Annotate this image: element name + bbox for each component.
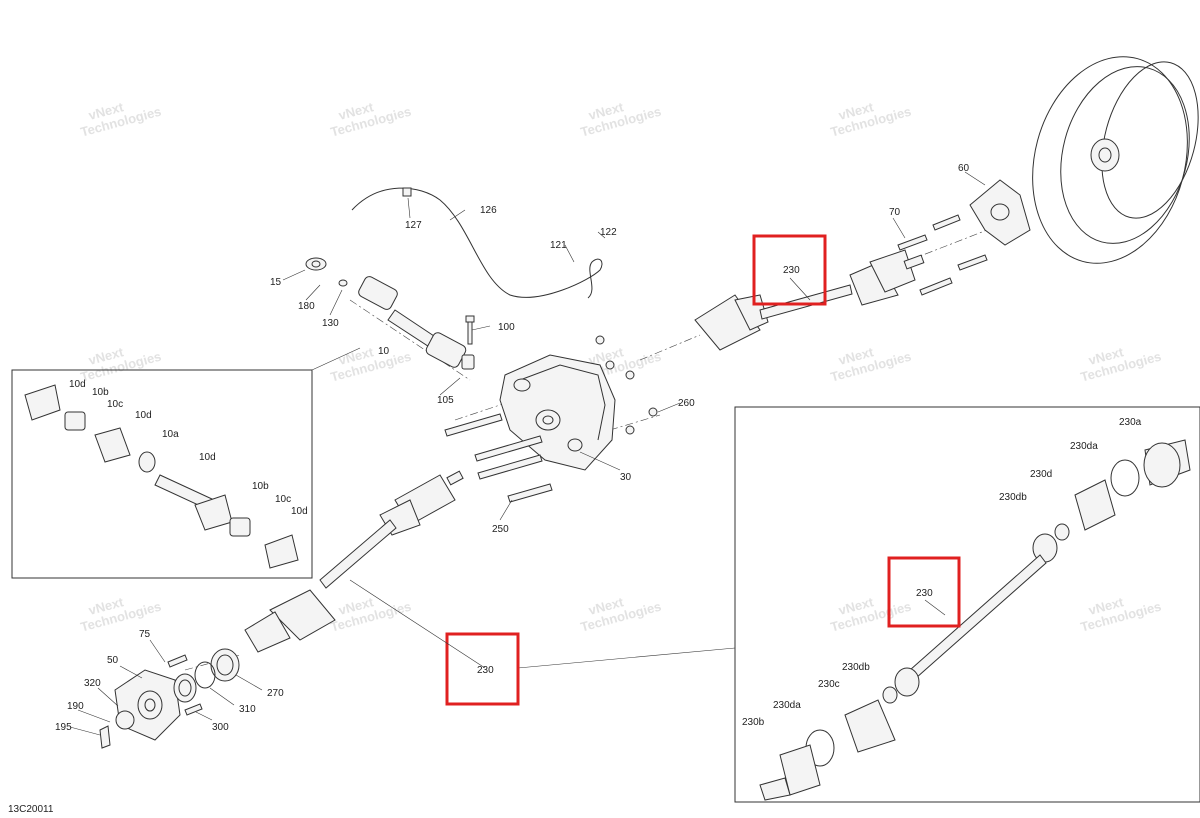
watermark: vNext Technologies (329, 344, 413, 384)
inset-driveshaft (11, 347, 361, 579)
label-130[interactable]: 130 (322, 318, 339, 329)
label-230c[interactable]: 230c (818, 679, 840, 690)
harness-126[interactable] (351, 187, 603, 299)
label-300[interactable]: 300 (212, 722, 229, 733)
label-60[interactable]: 60 (958, 163, 970, 174)
front-hub-50[interactable] (99, 669, 181, 749)
label-250[interactable]: 250 (492, 524, 509, 535)
bolts-250[interactable] (444, 413, 553, 503)
label-230db[interactable]: 230db (999, 492, 1027, 503)
highlight-boxes (445, 234, 961, 706)
label-10b[interactable]: 10b (92, 387, 109, 398)
bolt-100[interactable] (465, 315, 475, 345)
label-260[interactable]: 260 (678, 398, 695, 409)
half-shaft-230-rear[interactable] (694, 249, 925, 351)
label-10b[interactable]: 10b (252, 481, 269, 492)
drive-shaft-10[interactable] (305, 257, 475, 370)
label-10d[interactable]: 10d (69, 379, 86, 390)
label-10a[interactable]: 10a (162, 429, 179, 440)
label-70[interactable]: 70 (889, 207, 901, 218)
half-shaft-230-front[interactable] (244, 470, 464, 653)
watermark: vNext Technologies (579, 99, 663, 139)
label-230a[interactable]: 230a (1119, 417, 1142, 428)
label-190[interactable]: 190 (67, 701, 84, 712)
label-105[interactable]: 105 (437, 395, 454, 406)
highlight-230-bottom (445, 632, 520, 706)
label-10c[interactable]: 10c (107, 399, 123, 410)
label-100[interactable]: 100 (498, 322, 515, 333)
label-10d[interactable]: 10d (135, 410, 152, 421)
label-121[interactable]: 121 (550, 240, 567, 251)
label-122[interactable]: 122 (600, 227, 617, 238)
label-310[interactable]: 310 (239, 704, 256, 715)
part-labels: 15 180 130 127 126 121 122 100 10 105 26… (55, 163, 970, 733)
wheel-rim[interactable] (1010, 39, 1200, 281)
label-15[interactable]: 15 (270, 277, 282, 288)
watermark: vNext Technologies (829, 344, 913, 384)
label-230da[interactable]: 230da (773, 700, 801, 711)
label-195[interactable]: 195 (55, 722, 72, 733)
watermark: vNext Technologies (829, 99, 913, 139)
label-230da[interactable]: 230da (1070, 441, 1098, 452)
diagram-code: 13C20011 (8, 804, 54, 815)
label-50[interactable]: 50 (107, 655, 119, 666)
wheel-hub-60[interactable] (969, 179, 1031, 246)
label-230d[interactable]: 230d (1030, 469, 1052, 480)
bearing-270-ring-310[interactable] (167, 648, 240, 716)
watermark: vNext Technologies (329, 99, 413, 139)
label-10c[interactable]: 10c (275, 494, 291, 505)
studs-70[interactable] (897, 214, 988, 296)
watermark: vNext Technologies (79, 99, 163, 139)
label-270[interactable]: 270 (267, 688, 284, 699)
watermark: vNext Technologies (1079, 344, 1163, 384)
highlight-230-top (752, 234, 827, 306)
label-230db[interactable]: 230db (842, 662, 870, 673)
label-75[interactable]: 75 (139, 629, 151, 640)
label-320[interactable]: 320 (84, 678, 101, 689)
inset-half-shaft (517, 406, 1200, 803)
label-30[interactable]: 30 (620, 472, 632, 483)
inset-right-labels: 230a 230da 230d 230db 230 230db 230c 230… (742, 417, 1142, 728)
highlight-230-inset (887, 556, 961, 628)
watermark: vNext Technologies (79, 344, 163, 384)
leader-lines (69, 171, 986, 736)
label-126[interactable]: 126 (480, 205, 497, 216)
label-230-top[interactable]: 230 (783, 265, 800, 276)
watermark: vNext Technologies (579, 594, 663, 634)
label-230-bottom[interactable]: 230 (477, 665, 494, 676)
inset-left-labels: 10d 10b 10c 10d 10a 10d 10b 10c 10d (69, 379, 308, 517)
label-127[interactable]: 127 (405, 220, 422, 231)
label-10d[interactable]: 10d (291, 506, 308, 517)
watermarks: vNext Technologies vNext Technologies vN… (79, 99, 1163, 634)
watermark: vNext Technologies (1079, 594, 1163, 634)
label-230b[interactable]: 230b (742, 717, 765, 728)
label-10[interactable]: 10 (378, 346, 390, 357)
label-180[interactable]: 180 (298, 301, 315, 312)
label-10d[interactable]: 10d (199, 452, 216, 463)
label-230-inset[interactable]: 230 (916, 588, 933, 599)
watermark: vNext Technologies (79, 594, 163, 634)
